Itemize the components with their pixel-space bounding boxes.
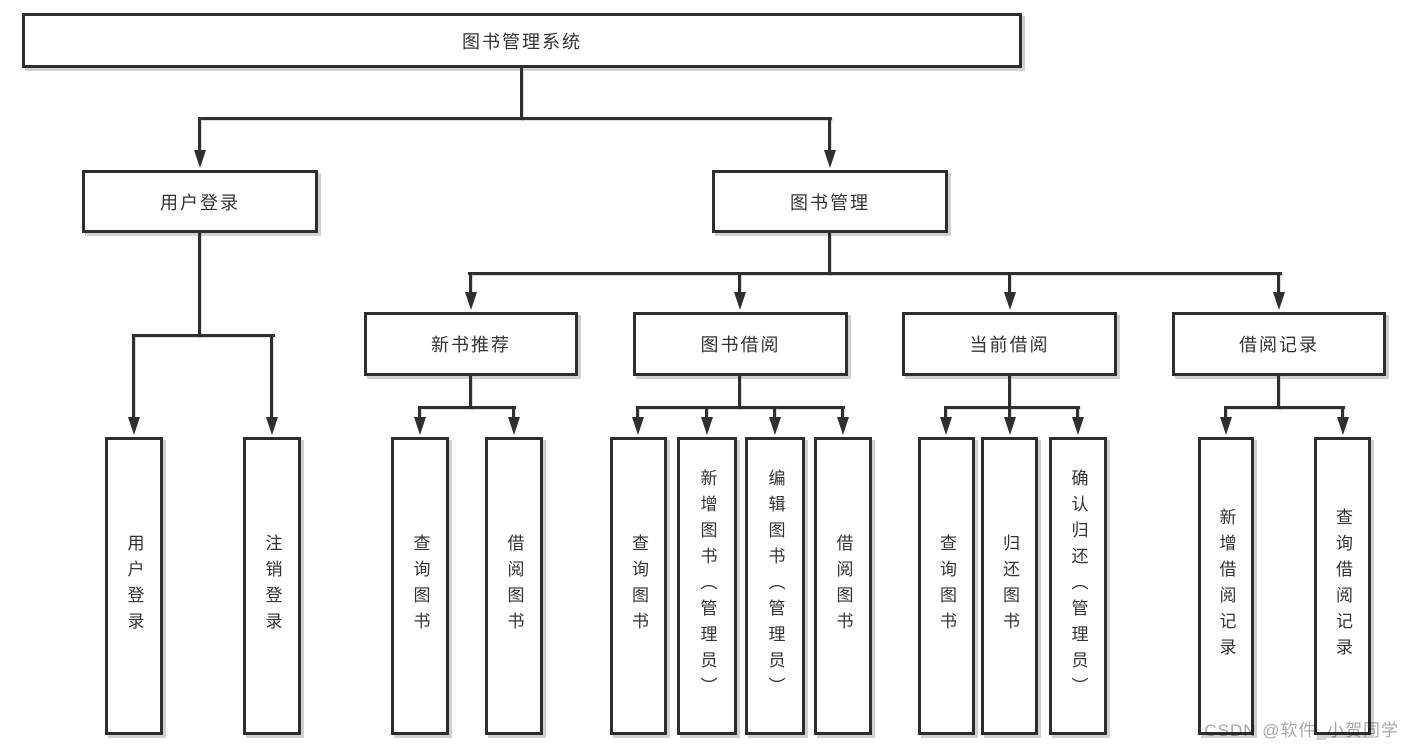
node-book-borrowing: 图书借阅 bbox=[633, 312, 848, 376]
node-borrowing-records: 借阅记录 bbox=[1172, 312, 1386, 376]
arrow-down-icon bbox=[1220, 417, 1232, 435]
node-label: 图书管理系统 bbox=[462, 31, 582, 52]
node-label: 用户登录 bbox=[160, 192, 240, 213]
node-label: 编辑图书（管理员） bbox=[765, 469, 785, 703]
node-leaf-query-books-recommend: 查询图书 bbox=[391, 437, 449, 735]
node-label: 用户登录 bbox=[124, 534, 144, 638]
arrow-down-icon bbox=[837, 417, 849, 435]
node-leaf-user-login: 用户登录 bbox=[105, 437, 163, 735]
node-label: 注销登录 bbox=[262, 534, 282, 638]
connector-leaf-stem bbox=[1008, 406, 1011, 421]
connector-level1-rail bbox=[198, 117, 832, 120]
node-leaf-logout: 注销登录 bbox=[243, 437, 301, 735]
node-leaf-borrow-books-recommend: 借阅图书 bbox=[485, 437, 543, 735]
connector-group-stem bbox=[469, 375, 472, 409]
node-label: 确认归还（管理员） bbox=[1068, 469, 1088, 703]
node-label: 查询图书 bbox=[410, 534, 430, 638]
node-library-management-system: 图书管理系统 bbox=[22, 13, 1022, 68]
node-label: 当前借阅 bbox=[969, 335, 1050, 355]
node-leaf-add-borrow-record: 新增借阅记录 bbox=[1198, 437, 1254, 735]
arrow-down-icon bbox=[1273, 292, 1285, 310]
connector-to-current-borrowing bbox=[1008, 272, 1011, 294]
node-label: 归还图书 bbox=[1000, 534, 1019, 638]
arrow-down-icon bbox=[940, 417, 952, 435]
connector-leaf-stem bbox=[944, 406, 947, 421]
node-current-borrowing: 当前借阅 bbox=[902, 312, 1117, 376]
arrow-down-icon bbox=[734, 292, 746, 310]
node-label: 借阅图书 bbox=[833, 534, 853, 638]
node-label: 新增借阅记录 bbox=[1216, 508, 1236, 664]
connector-leaf-stem bbox=[705, 406, 708, 421]
connector-to-leaf-logout bbox=[270, 334, 273, 421]
arrow-down-icon bbox=[701, 417, 713, 435]
connector-group-rail bbox=[944, 406, 1080, 409]
connector-to-user-login bbox=[198, 117, 201, 152]
connector-group-stem bbox=[738, 375, 741, 409]
node-label: 新书推荐 bbox=[431, 335, 511, 355]
node-label: 图书借阅 bbox=[700, 335, 781, 355]
arrow-down-icon bbox=[194, 150, 206, 168]
node-leaf-add-book-admin: 新增图书（管理员） bbox=[677, 437, 737, 735]
arrow-down-icon bbox=[465, 292, 477, 310]
connector-user-branch-rail bbox=[132, 334, 275, 337]
node-label: 借阅记录 bbox=[1239, 335, 1319, 355]
connector-user-branch-stem bbox=[198, 231, 201, 337]
connector-group-rail bbox=[1224, 406, 1345, 409]
arrow-down-icon bbox=[1004, 292, 1016, 310]
connector-leaf-stem bbox=[1224, 406, 1227, 421]
connector-leaf-stem bbox=[418, 406, 421, 421]
node-label: 查询借阅记录 bbox=[1333, 508, 1352, 664]
connector-leaf-stem bbox=[512, 406, 515, 421]
node-new-book-recommendation: 新书推荐 bbox=[364, 312, 578, 376]
node-leaf-query-books-borrowing: 查询图书 bbox=[610, 437, 667, 735]
arrow-down-icon bbox=[414, 417, 426, 435]
connector-to-book-borrowing bbox=[738, 272, 741, 294]
connector-group-rail bbox=[636, 406, 845, 409]
arrow-down-icon bbox=[508, 417, 520, 435]
node-leaf-query-books-current: 查询图书 bbox=[918, 437, 975, 735]
arrow-down-icon bbox=[1004, 417, 1016, 435]
connector-leaf-stem bbox=[841, 406, 844, 421]
connector-leaf-stem bbox=[636, 406, 639, 421]
connector-to-new-book bbox=[469, 272, 472, 294]
node-book-management-branch: 图书管理 bbox=[712, 170, 948, 233]
connector-leaf-stem bbox=[1076, 406, 1079, 421]
connector-group-stem bbox=[1277, 375, 1280, 409]
arrow-down-icon bbox=[1072, 417, 1084, 435]
connector-group-stem bbox=[1008, 375, 1011, 409]
node-leaf-query-borrow-record: 查询借阅记录 bbox=[1314, 437, 1371, 735]
connector-to-borrowing-records bbox=[1277, 272, 1280, 294]
node-user-login-branch: 用户登录 bbox=[82, 170, 318, 233]
node-label: 图书管理 bbox=[790, 192, 870, 213]
connector-root-stem bbox=[520, 66, 523, 120]
arrow-down-icon bbox=[128, 417, 140, 435]
connector-book-branch-stem bbox=[828, 231, 831, 275]
connector-leaf-stem bbox=[773, 406, 776, 421]
csdn-watermark: CSDN @软件_小贺同学 bbox=[1204, 721, 1399, 740]
connector-group-rail bbox=[418, 406, 516, 409]
node-label: 新增图书（管理员） bbox=[697, 469, 717, 703]
node-label: 查询图书 bbox=[629, 534, 648, 638]
node-leaf-return-book: 归还图书 bbox=[981, 437, 1038, 735]
arrow-down-icon bbox=[824, 150, 836, 168]
connector-level3-rail bbox=[468, 272, 1282, 275]
arrow-down-icon bbox=[1337, 417, 1349, 435]
connector-to-book-management bbox=[828, 117, 831, 152]
connector-leaf-stem bbox=[1341, 406, 1344, 421]
arrow-down-icon bbox=[266, 417, 278, 435]
arrow-down-icon bbox=[769, 417, 781, 435]
arrow-down-icon bbox=[632, 417, 644, 435]
node-leaf-confirm-return-admin: 确认归还（管理员） bbox=[1049, 437, 1107, 735]
connector-to-leaf-user-login bbox=[132, 334, 135, 421]
node-label: 借阅图书 bbox=[504, 534, 524, 638]
node-label: 查询图书 bbox=[937, 534, 956, 638]
node-leaf-borrow-books: 借阅图书 bbox=[814, 437, 872, 735]
node-leaf-edit-book-admin: 编辑图书（管理员） bbox=[745, 437, 805, 735]
